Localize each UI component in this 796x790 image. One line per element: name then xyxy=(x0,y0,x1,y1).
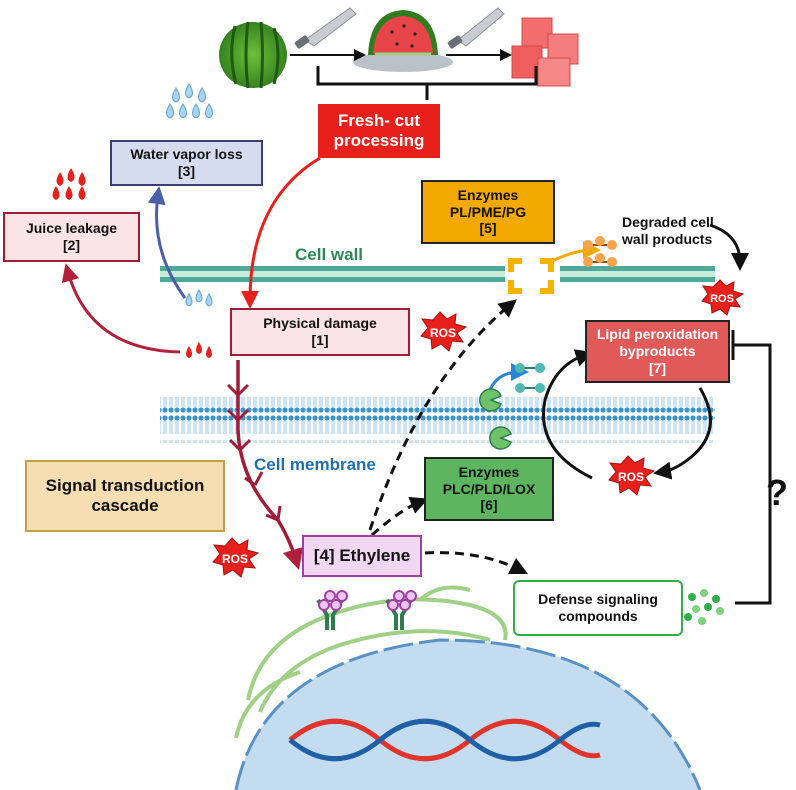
cell-wall xyxy=(160,266,715,282)
water-loss-line2: [3] xyxy=(177,163,196,179)
ros-label: ROS xyxy=(222,552,248,566)
cut-watermelon-icon xyxy=(353,10,453,72)
defense-compounds-icon xyxy=(684,589,724,625)
water-drops-small-icon xyxy=(185,289,213,307)
whole-watermelon-icon xyxy=(219,21,287,89)
fresh-cut-processing-box: Fresh- cut processing xyxy=(318,104,440,158)
juice-leakage-box: Juice leakage [2] xyxy=(3,212,140,262)
signal-branches xyxy=(226,383,282,522)
lipid-line3: [7] xyxy=(648,359,667,376)
juice-leakage-line2: [2] xyxy=(62,237,81,253)
endoplasmic-reticulum xyxy=(234,585,508,739)
water-loss-line1: Water vapor loss xyxy=(130,146,243,163)
membrane-enzymes-line2: PLC/PLD/LOX xyxy=(442,480,536,497)
knife-icon-2 xyxy=(447,7,505,49)
inhibition-line xyxy=(731,330,772,605)
membrane-enzyme-icon xyxy=(479,388,512,450)
question-mark: ? xyxy=(766,472,788,513)
watermelon-cubes-icon xyxy=(511,17,579,87)
membrane-enzymes-line1: Enzymes xyxy=(458,463,520,480)
cell-membrane-label: Cell membrane xyxy=(254,455,376,474)
physical-damage-line1: Physical damage xyxy=(263,315,377,332)
juice-leakage-line1: Juice leakage xyxy=(25,220,118,237)
receptor-left xyxy=(316,590,348,630)
arrow-degraded-to-ros xyxy=(709,223,749,271)
arrow-water-loss xyxy=(147,186,187,299)
cell-membrane xyxy=(160,397,715,443)
signal-line2: cascade xyxy=(91,496,159,515)
membrane-enzymes-line3: [6] xyxy=(480,497,498,514)
knife-icon xyxy=(294,7,357,49)
wall-enzymes-line2: PL/PME/PG xyxy=(449,203,527,220)
process-brace xyxy=(316,66,538,100)
degraded-products-icon xyxy=(583,236,617,267)
arrow-fresh-cut-to-damage xyxy=(241,156,321,309)
lipid-line1: Lipid peroxidation xyxy=(596,326,719,343)
defense-line1: Defense signaling xyxy=(538,591,658,608)
physical-damage-line2: [1] xyxy=(311,332,329,348)
signal-transduction-box: Signal transduction cascade xyxy=(25,460,225,532)
ros-label: ROS xyxy=(618,470,644,484)
juice-drops-icon xyxy=(52,168,86,200)
ethylene-box: [4] Ethylene xyxy=(302,535,422,577)
ethylene-label: [4] Ethylene xyxy=(313,545,411,565)
cycle-arrow-right xyxy=(653,387,712,480)
arrow-juice-leakage xyxy=(61,263,181,354)
ros-burst-icon: ROS xyxy=(701,279,745,316)
water-vapor-loss-box: Water vapor loss [3] xyxy=(110,140,263,186)
physical-damage-box: Physical damage [1] xyxy=(230,308,410,356)
wall-break-fragments xyxy=(508,258,554,294)
dna-helix xyxy=(288,718,601,762)
nuclear-envelope xyxy=(234,638,702,790)
cycle-arrow-left xyxy=(542,349,594,480)
arrow-wall-to-degraded xyxy=(549,241,601,264)
defense-signaling-box: Defense signaling compounds xyxy=(513,580,683,636)
receptor-right xyxy=(385,590,417,630)
fresh-cut-line2: processing xyxy=(333,131,425,150)
ros-label: ROS xyxy=(710,293,734,305)
juice-drops-small-icon xyxy=(186,342,212,358)
wall-enzymes-box: Enzymes PL/PME/PG [5] xyxy=(421,180,555,244)
ros-burst-icon: ROS xyxy=(608,455,656,496)
membrane-enzymes-box: Enzymes PLC/PLD/LOX [6] xyxy=(424,457,554,521)
ros-label: ROS xyxy=(430,326,456,340)
wall-enzymes-line3: [5] xyxy=(479,220,497,237)
degraded-line1: Degraded cell xyxy=(622,214,714,230)
defense-line2: compounds xyxy=(558,608,638,624)
arrow-ethylene-to-defense xyxy=(424,551,529,575)
lipid-line2: byproducts xyxy=(619,343,696,360)
fresh-cut-line1: Fresh- cut xyxy=(337,110,421,130)
wall-enzymes-line1: Enzymes xyxy=(457,186,519,203)
degraded-line2: wall products xyxy=(622,230,713,247)
arrow-ethylene-to-membrane-enzymes xyxy=(371,496,429,537)
water-drops-icon xyxy=(166,83,213,119)
lipid-peroxidation-box: Lipid peroxidation byproducts [7] xyxy=(585,320,730,383)
signal-line1: Signal transduction xyxy=(45,475,205,495)
cell-wall-label: Cell wall xyxy=(295,245,363,264)
ros-burst-icon: ROS xyxy=(420,311,468,352)
degraded-products-label: Degraded cell wall products xyxy=(622,214,714,248)
ros-burst-icon: ROS xyxy=(212,537,260,578)
lipid-fragments-icon xyxy=(515,363,545,393)
